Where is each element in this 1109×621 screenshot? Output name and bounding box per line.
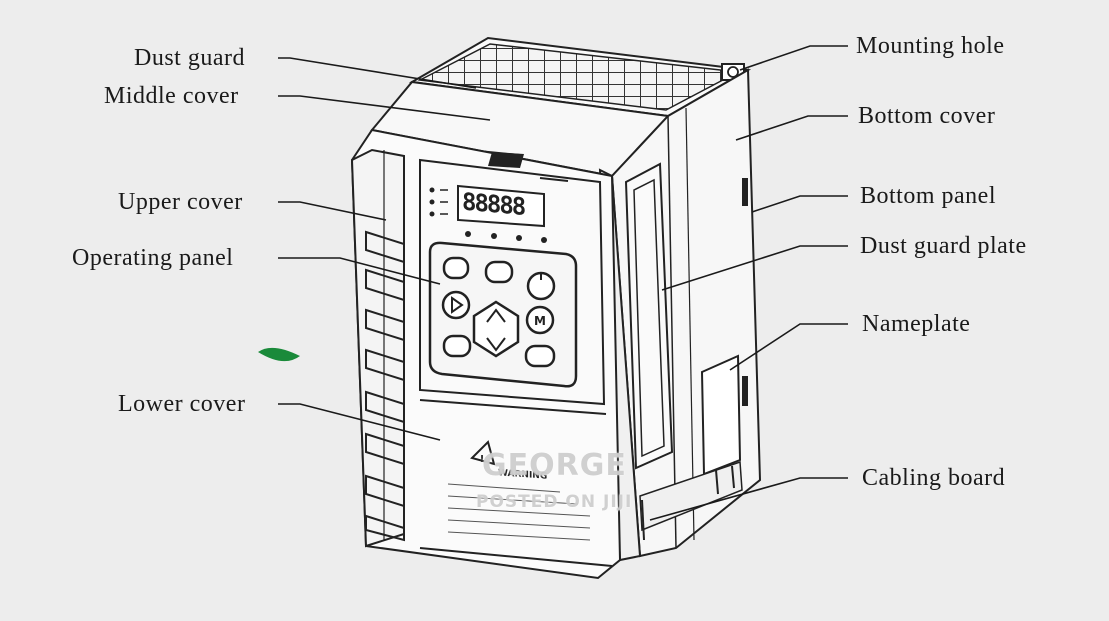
- operating-panel: M: [428, 177, 578, 388]
- label-dust-guard-plate: Dust guard plate: [860, 233, 1027, 259]
- label-cabling-board: Cabling board: [862, 465, 1006, 491]
- label-dust-guard: Dust guard: [134, 45, 245, 71]
- svg-text:M: M: [534, 314, 546, 328]
- leaf-mark: [258, 347, 300, 362]
- label-upper-cover: Upper cover: [118, 189, 243, 215]
- side-vents: [365, 230, 405, 542]
- display-window: [457, 184, 545, 228]
- leader-lines: [278, 45, 848, 521]
- warning-sticker: !: [447, 440, 591, 541]
- watermark-name: GEORGE: [482, 448, 627, 483]
- svg-text:!: !: [480, 454, 485, 465]
- label-lower-cover: Lower cover: [118, 391, 246, 417]
- label-nameplate: Nameplate: [862, 311, 971, 337]
- label-mounting-hole: Mounting hole: [856, 33, 1005, 59]
- label-bottom-panel: Bottom panel: [860, 183, 996, 209]
- label-middle-cover: Middle cover: [104, 83, 239, 109]
- right-side-body: [598, 68, 762, 562]
- label-bottom-cover: Bottom cover: [858, 103, 996, 129]
- watermark-posted: POSTED ON JIJI: [476, 492, 633, 512]
- label-operating-panel: Operating panel: [72, 245, 234, 271]
